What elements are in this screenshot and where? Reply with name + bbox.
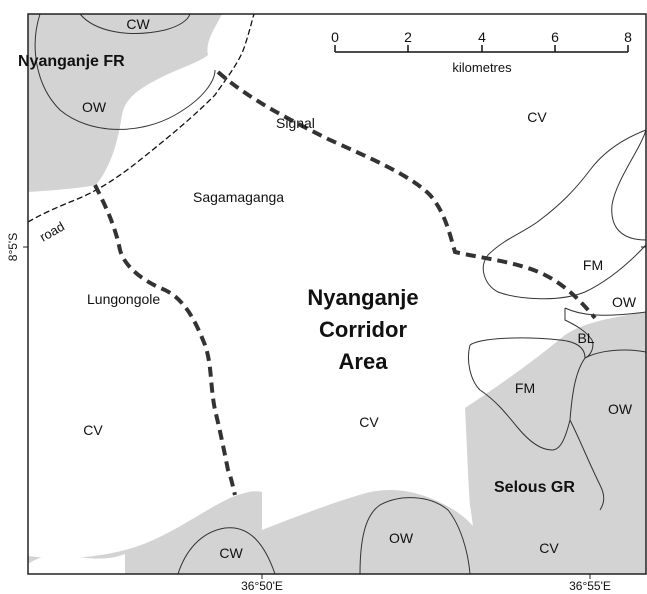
lon-label-1: 36°50'E	[241, 579, 283, 593]
habitat-ow-right: OW	[612, 294, 637, 310]
habitat-cw-top: CW	[126, 16, 150, 32]
habitat-cv-west: CV	[83, 422, 103, 438]
habitat-ow-lower-right: OW	[608, 401, 633, 417]
scale-label-4: 4	[478, 29, 486, 45]
habitat-bl: BL	[577, 330, 594, 346]
nyanganje-fr-label: Nyanganje FR	[18, 53, 125, 70]
cw-top-boundary	[79, 13, 191, 34]
habitat-ow-bottom: OW	[389, 530, 414, 546]
scale-label-0: 0	[331, 29, 339, 45]
ow-bottom-boundary	[359, 497, 471, 575]
corridor-label-line2: Corridor	[319, 317, 407, 342]
selous-gr-area	[465, 312, 646, 574]
south-grey-area	[28, 490, 478, 574]
habitat-cv-ne: CV	[527, 109, 547, 125]
ow-lower-right-left-edge	[569, 419, 605, 511]
habitat-cw-bottom: CW	[219, 545, 243, 561]
nyanganje-fr-area	[28, 14, 222, 192]
south-white-notch	[28, 554, 125, 574]
corridor-label-line1: Nyanganje	[307, 285, 418, 310]
scale-label-6: 6	[551, 29, 559, 45]
habitat-cv-center: CV	[359, 414, 379, 430]
fm-lower-boundary	[467, 337, 586, 451]
scale-bar: 0 2 4 6 8 kilometres	[331, 29, 632, 75]
map-frame	[27, 13, 647, 575]
fm-upper-lower-edge	[482, 129, 647, 300]
bl-boundary	[564, 308, 594, 359]
signal-label: Signal	[276, 115, 315, 131]
sagamaganga-label: Sagamaganga	[193, 189, 284, 205]
lon-label-2: 36°55'E	[569, 579, 611, 593]
corridor-boundary-main	[216, 70, 597, 320]
scale-label-8: 8	[624, 29, 632, 45]
ow-lower-right-boundary	[584, 349, 647, 359]
habitat-fm-lower: FM	[515, 380, 535, 396]
habitat-boundaries	[34, 13, 647, 575]
habitat-cv-south-east: CV	[539, 540, 559, 556]
road-line	[27, 13, 255, 223]
corridor-boundary-west	[93, 184, 237, 496]
road-label: road	[37, 219, 67, 245]
corridor-label-line3: Area	[339, 349, 389, 374]
habitat-fm-upper: FM	[583, 257, 603, 273]
cw-bottom-boundary	[177, 527, 276, 575]
reserve-areas	[28, 14, 646, 574]
lat-label: 8°5'S	[6, 233, 20, 261]
habitat-ow-fr: OW	[82, 99, 107, 115]
fm-upper-boundary	[611, 129, 647, 241]
scale-unit: kilometres	[452, 60, 512, 75]
lungongole-label: Lungongole	[87, 291, 160, 307]
scale-label-2: 2	[404, 29, 412, 45]
selous-gr-label: Selous GR	[494, 479, 575, 496]
ow-fr-boundary	[34, 13, 216, 130]
